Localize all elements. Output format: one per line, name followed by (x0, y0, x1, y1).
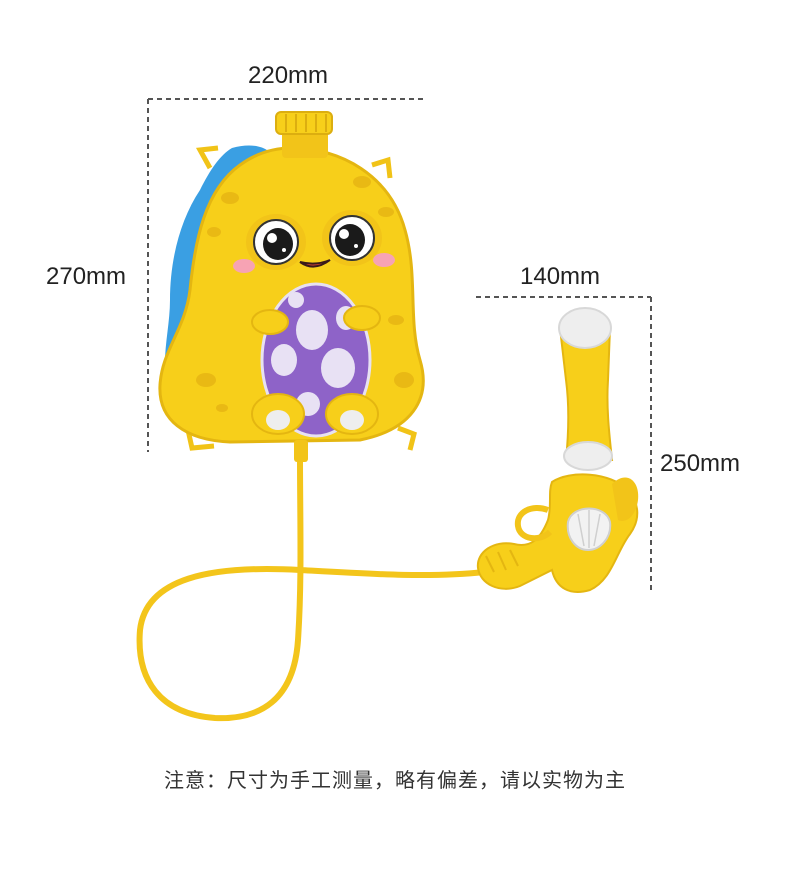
eyes (246, 210, 382, 270)
body-spots (196, 176, 414, 412)
water-gun (476, 307, 639, 593)
dimension-lines (147, 98, 652, 593)
measurement-note: 注意：尺寸为手工测量，略有偏差，请以实物为主 (164, 768, 626, 792)
backpack-width-label: 220mm (248, 62, 329, 89)
mouth (299, 259, 331, 268)
backpack-height-label: 270mm (46, 263, 127, 290)
right-cheek (373, 253, 395, 267)
crest (164, 145, 279, 390)
hose-connector (294, 440, 308, 462)
shell-emblem (566, 507, 612, 552)
gun-width-label: 140mm (520, 263, 601, 290)
feet (251, 393, 379, 435)
left-hand (251, 309, 289, 335)
hose (136, 455, 487, 722)
gun-height-label: 250mm (660, 450, 741, 477)
strap-loops (185, 145, 417, 451)
left-cheek (233, 259, 255, 273)
right-hand (343, 305, 381, 331)
water-tank-cap (275, 111, 333, 158)
